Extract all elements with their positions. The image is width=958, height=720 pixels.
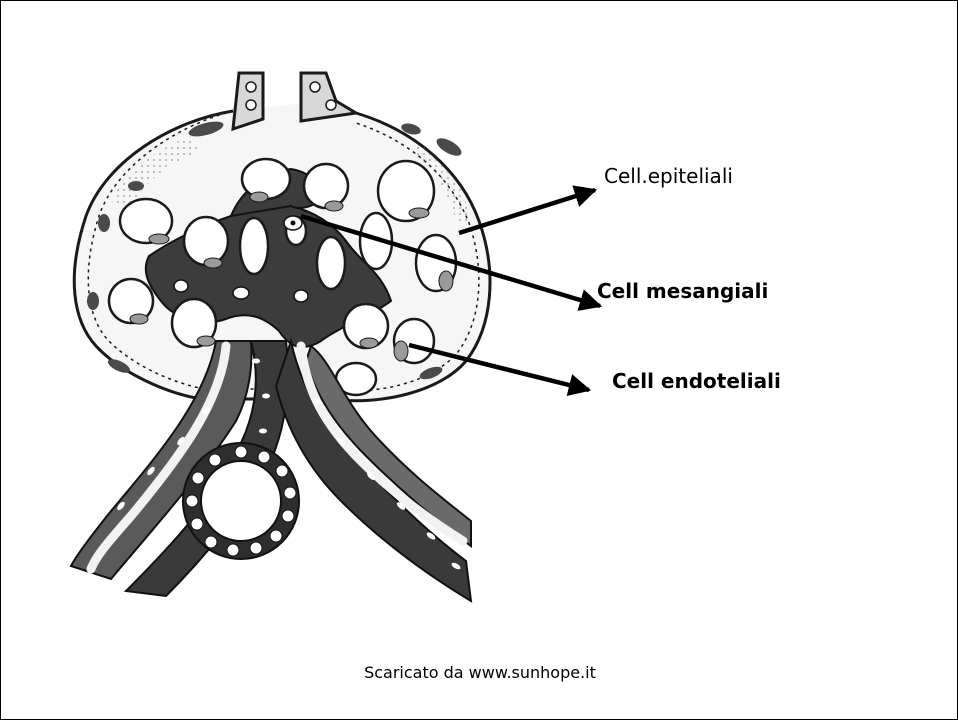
footer-source: Scaricato da www.sunhope.it: [1, 663, 958, 682]
label-cell-endoteliali: Cell endoteliali: [612, 369, 781, 393]
arrow-epiteliali: [459, 190, 595, 233]
tubule-cross-section: [183, 443, 299, 559]
label-cell-epiteliali: Cell.epiteliali: [604, 164, 733, 188]
label-cell-mesangiali: Cell mesangiali: [597, 279, 768, 303]
